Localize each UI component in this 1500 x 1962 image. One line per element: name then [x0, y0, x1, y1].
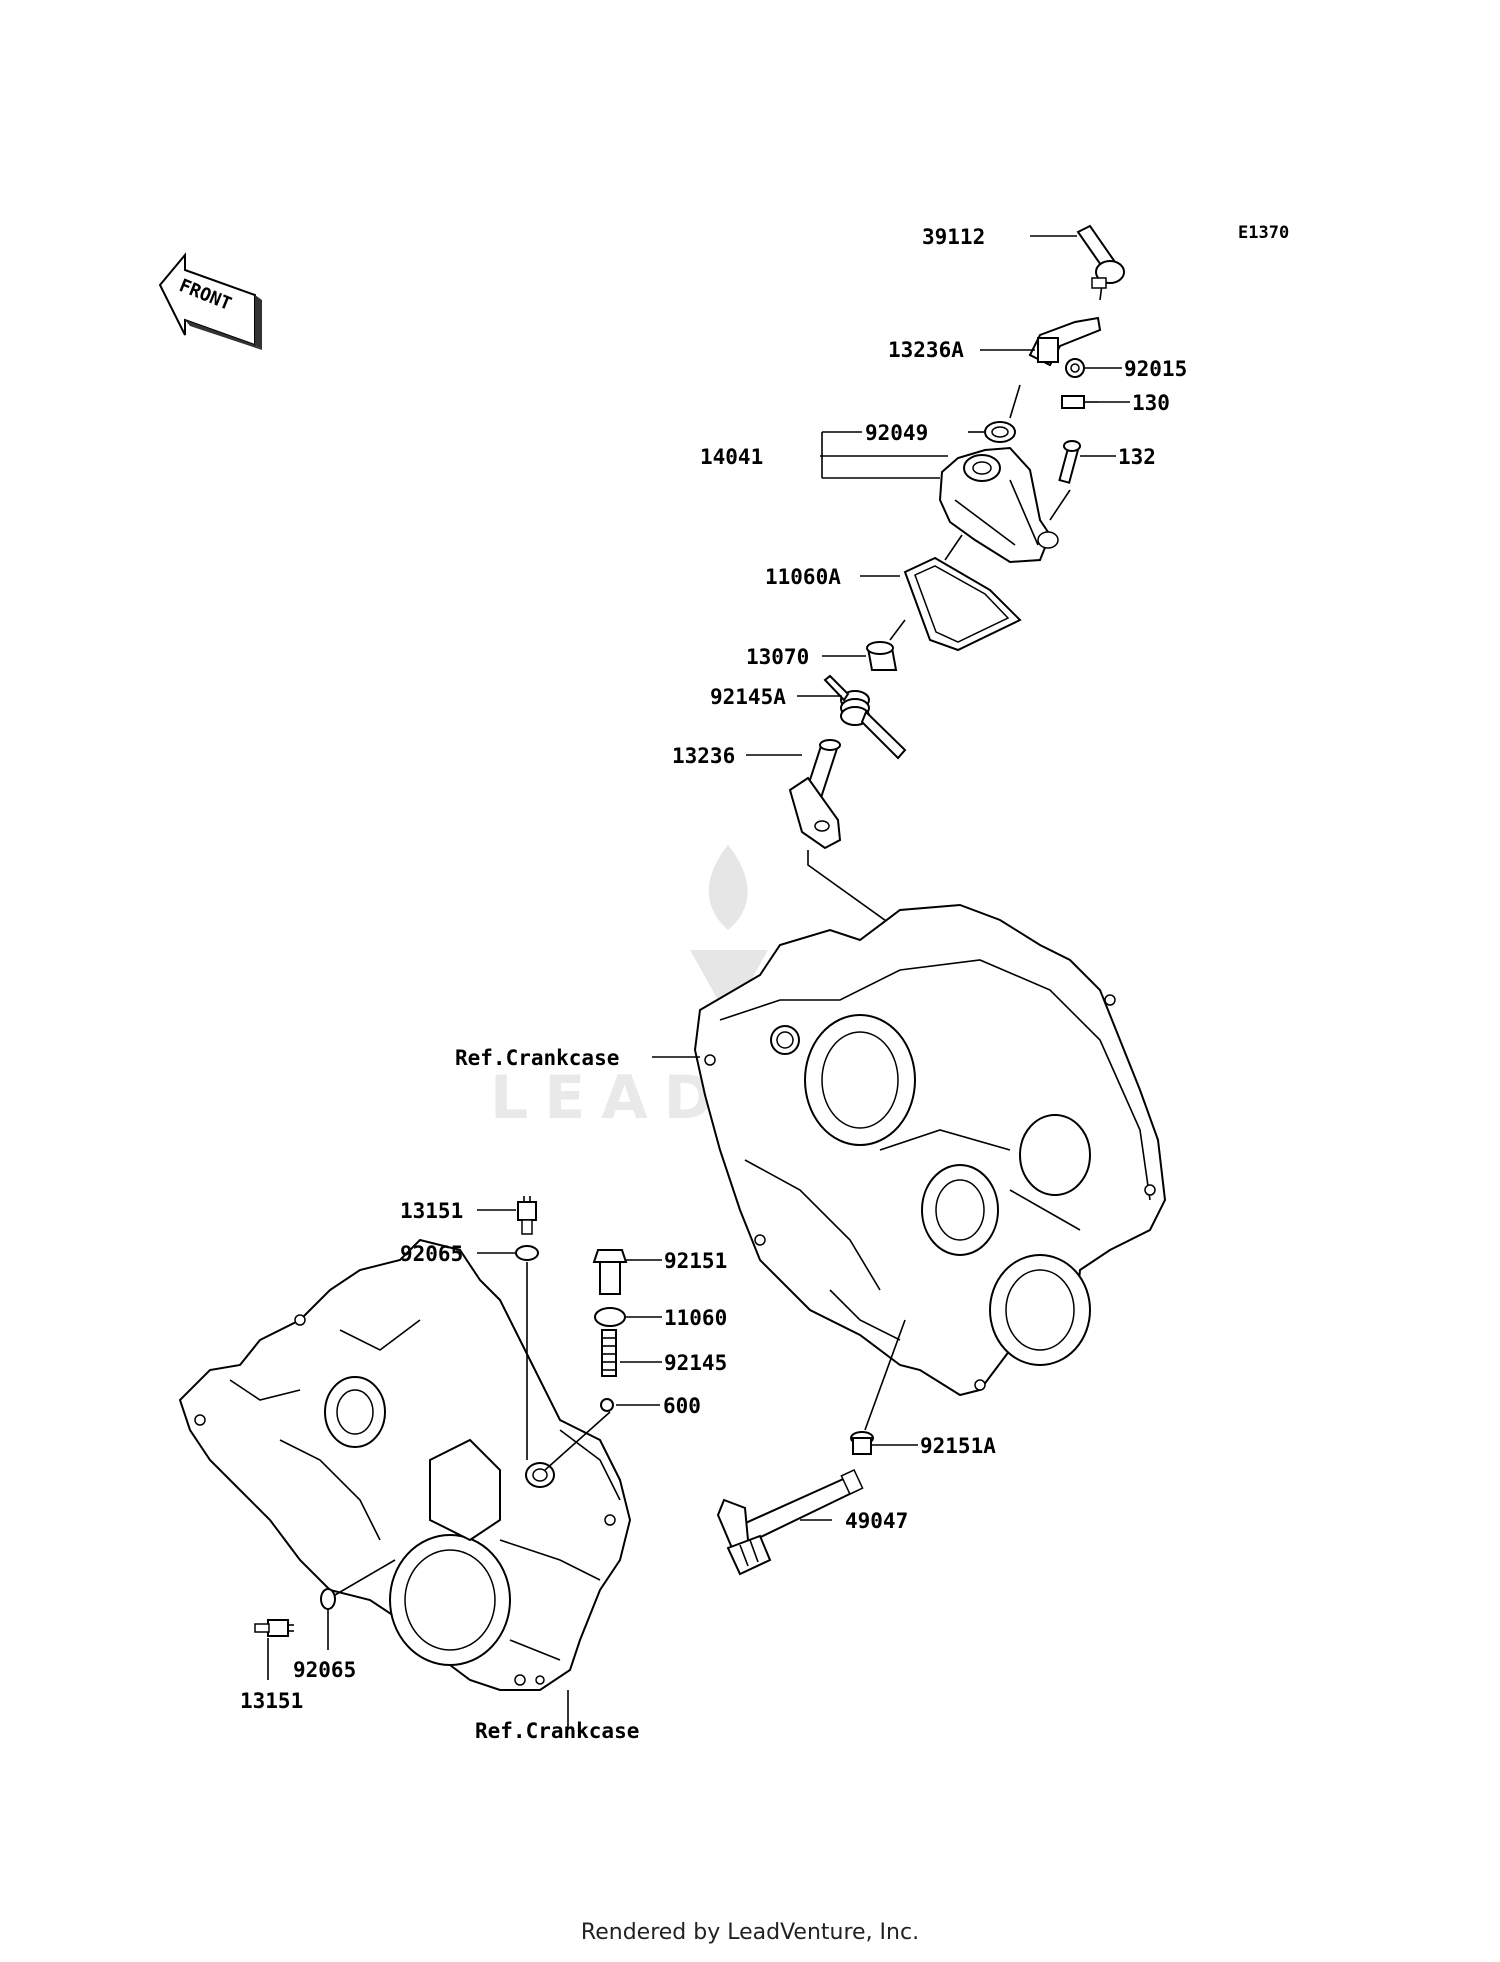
part-13151-top-shape	[517, 1196, 537, 1235]
part-14041-shape	[938, 446, 1059, 564]
crankcase-upper-shape	[693, 903, 1167, 1397]
label-92145[interactable]: 92145	[664, 1351, 727, 1375]
part-13236-shape	[788, 739, 842, 850]
part-130-shape	[1061, 395, 1098, 409]
label-ref-crankcase-lower[interactable]: Ref.Crankcase	[475, 1719, 639, 1743]
label-49047[interactable]: 49047	[845, 1509, 908, 1533]
label-92065-top[interactable]: 92065	[400, 1242, 463, 1266]
label-39112[interactable]: 39112	[922, 225, 985, 249]
label-92151[interactable]: 92151	[664, 1249, 727, 1273]
part-13070-shape	[866, 641, 898, 671]
label-92151A[interactable]: 92151A	[920, 1434, 996, 1458]
label-92145A[interactable]: 92145A	[710, 685, 786, 709]
label-ref-crankcase-upper[interactable]: Ref.Crankcase	[455, 1046, 619, 1070]
label-600[interactable]: 600	[663, 1394, 701, 1418]
label-13070[interactable]: 13070	[746, 645, 809, 669]
part-11060-shape	[594, 1307, 626, 1327]
label-14041[interactable]: 14041	[700, 445, 763, 469]
label-11060A[interactable]: 11060A	[765, 565, 841, 589]
part-600-shape	[600, 1398, 614, 1412]
part-39112-shape	[1076, 224, 1125, 301]
part-49047-shape	[716, 1468, 864, 1576]
label-13151-top[interactable]: 13151	[400, 1199, 463, 1223]
part-132-shape	[1058, 440, 1081, 484]
label-92015[interactable]: 92015	[1124, 357, 1187, 381]
part-92049-shape	[984, 421, 1016, 443]
part-92065-bottom-shape	[320, 1588, 336, 1610]
part-92015-shape	[1065, 358, 1085, 378]
part-13151-bottom-shape	[254, 1619, 294, 1637]
crankcase-lower-shape	[178, 1238, 632, 1691]
part-92065-top-shape	[515, 1245, 539, 1261]
part-92145-shape	[601, 1329, 617, 1377]
label-11060[interactable]: 11060	[664, 1306, 727, 1330]
front-arrow-icon: FRONT	[158, 252, 262, 350]
label-130[interactable]: 130	[1132, 391, 1170, 415]
footer-credit: Rendered by LeadVenture, Inc.	[580, 1920, 920, 1945]
label-13151-bottom[interactable]: 13151	[240, 1689, 303, 1713]
label-132[interactable]: 132	[1118, 445, 1156, 469]
part-11060A-shape	[903, 556, 1022, 652]
part-13236A-shape	[1028, 316, 1102, 367]
label-92049[interactable]: 92049	[865, 421, 928, 445]
label-92065-bottom[interactable]: 92065	[293, 1658, 356, 1682]
part-92145A-shape	[823, 674, 907, 760]
part-92151A-shape	[850, 1431, 874, 1455]
label-13236A[interactable]: 13236A	[888, 338, 964, 362]
diagram-code: E1370	[1238, 223, 1289, 243]
label-13236[interactable]: 13236	[672, 744, 735, 768]
part-92151-shape	[592, 1249, 628, 1295]
